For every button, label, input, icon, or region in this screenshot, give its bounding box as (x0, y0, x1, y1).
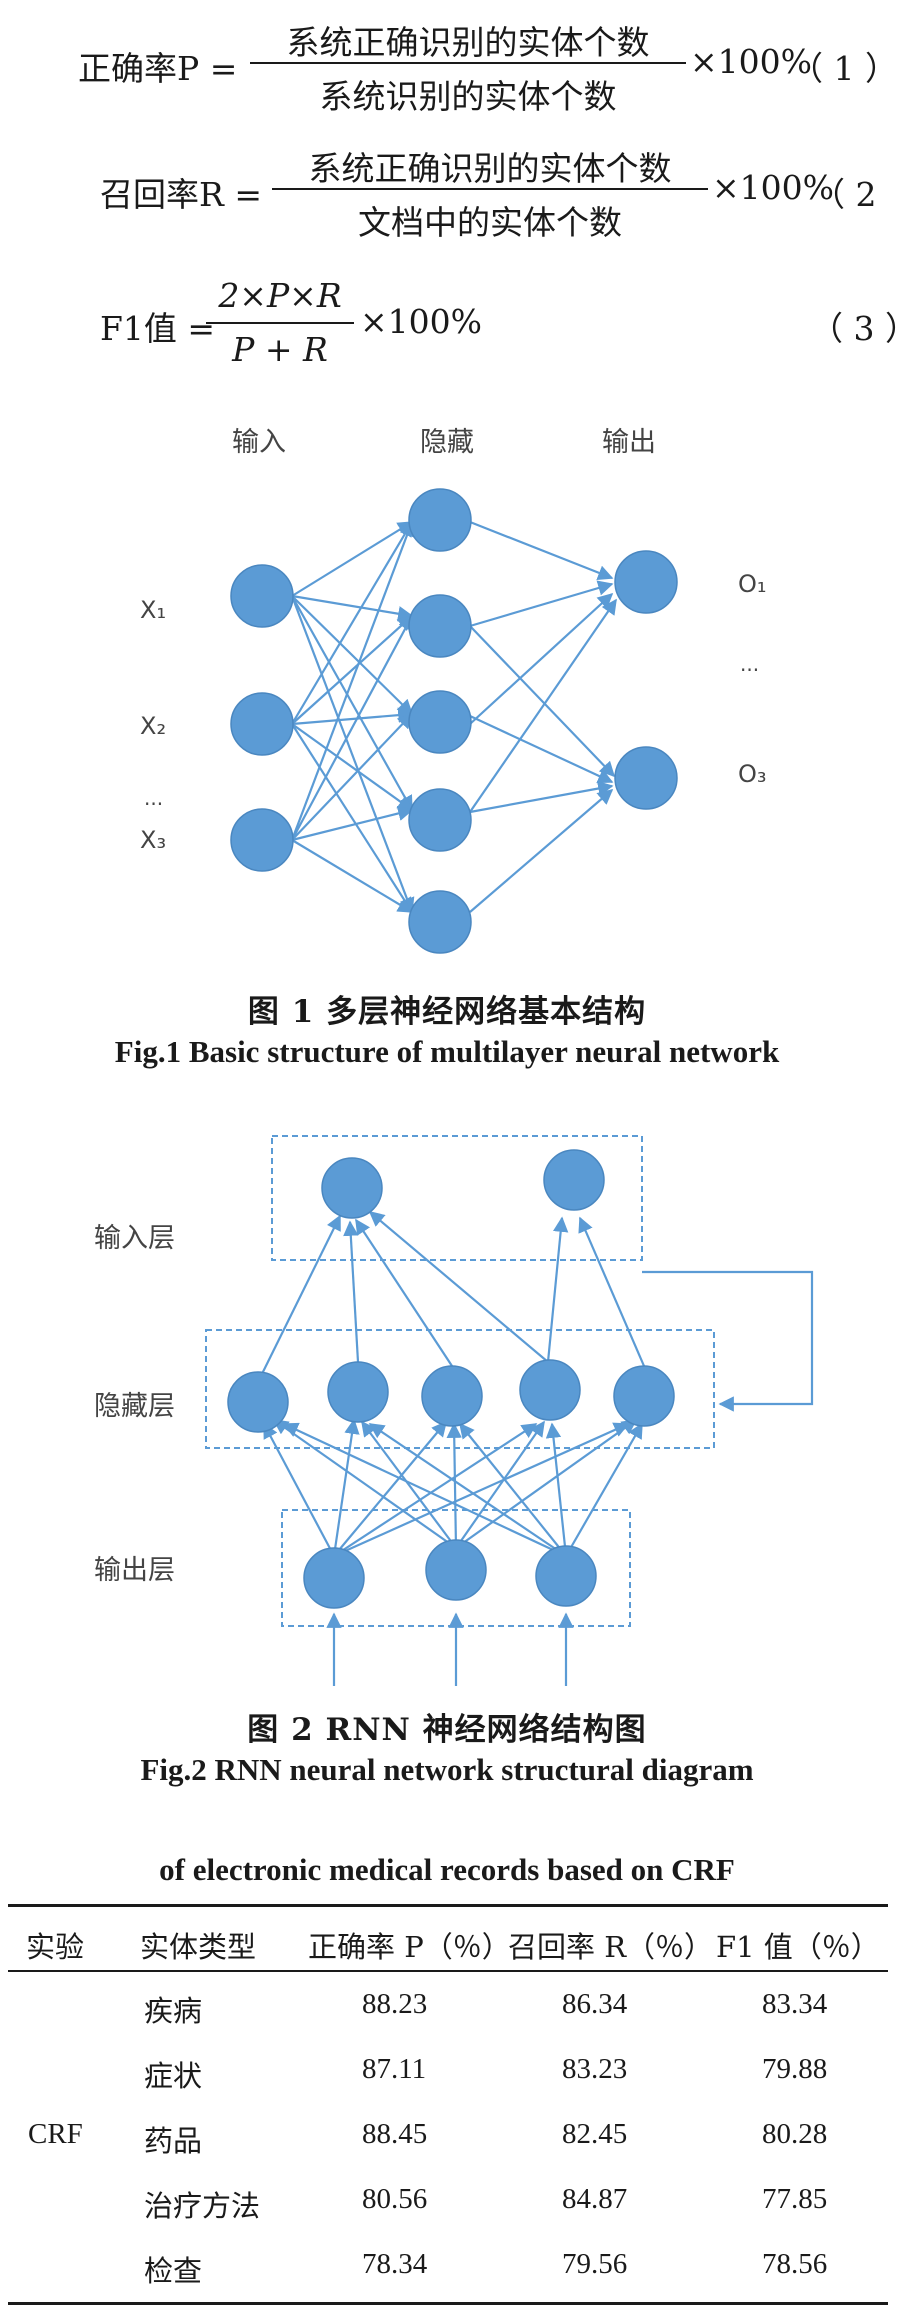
formula-3-number: （ 3 ） (810, 309, 918, 348)
table-cell-precision: 88.45 (362, 2118, 428, 2150)
fig1-nodes (230, 488, 678, 954)
fig1-caption-en: Fig.1 Basic structure of multilayer neur… (114, 1034, 780, 1069)
formula-2-denominator: 文档中的实体个数 (358, 203, 622, 242)
fig1-ellipsis-label: ... (144, 786, 164, 810)
fig1-network-diagram (230, 488, 678, 954)
formula-3-numerator: 2×P×R (218, 276, 342, 315)
table-cell-precision: 88.23 (362, 1988, 428, 2020)
table-cell-precision: 80.56 (362, 2183, 428, 2215)
fig1-x3-label: X₃ (140, 826, 167, 854)
table-cell-recall: 79.56 (562, 2248, 628, 2280)
table-cell-recall: 86.34 (562, 1988, 628, 2020)
formula-1-lhs: 正确率P = (78, 49, 238, 88)
fig1-output-label: 输出 (602, 427, 656, 458)
fig2-hidden-layer-box (205, 1329, 715, 1449)
fig1-caption-zh: 图 1 多层神经网络基本结构 (247, 994, 647, 1030)
table-cell-recall: 83.23 (562, 2053, 628, 2085)
table-cell-f1: 77.85 (762, 2183, 828, 2215)
formula-1-number: （ 1 ） (790, 49, 898, 88)
table-cell-f1: 78.56 (762, 2248, 828, 2280)
table-header-rule (8, 1970, 888, 1972)
fig2-input-layer-label: 输入层 (94, 1223, 175, 1254)
table-cell-precision: 78.34 (362, 2248, 428, 2280)
fig2-input-layer-box (271, 1135, 643, 1261)
table-header-entity-type: 实体类型 (140, 1930, 257, 1964)
fig2-caption-en: Fig.2 RNN neural network structural diag… (140, 1752, 754, 1787)
table-cell-f1: 80.28 (762, 2118, 828, 2150)
fig2-recurrent-loop (642, 1270, 814, 1412)
table-cell-recall: 84.87 (562, 2183, 628, 2215)
formula-3-fraction-bar (206, 322, 354, 324)
fig1-connections (290, 520, 617, 914)
table-header-precision: 正确率 P（％） (308, 1930, 511, 1964)
table-cell-recall: 82.45 (562, 2118, 628, 2150)
fig1-hidden-label: 隐藏 (420, 427, 474, 458)
fig1-input-label: 输入 (232, 427, 286, 458)
formula-1-suffix: ×100% (690, 42, 812, 81)
table-header-recall: 召回率 R（％） (508, 1930, 714, 1964)
table-cell-type: 检查 (144, 2254, 203, 2288)
fig2-rnn-diagram (205, 1135, 814, 1686)
table-cell-type: 疾病 (144, 1994, 203, 2028)
formula-1-numerator: 系统正确识别的实体个数 (286, 23, 650, 62)
fig2-output-layer-label: 输出层 (94, 1555, 175, 1586)
fig1-x2-label: X₂ (140, 712, 167, 740)
fig1-o3-label: O₃ (738, 760, 767, 788)
table-cell-type: 药品 (144, 2124, 203, 2158)
table-header-experiment: 实验 (26, 1930, 85, 1964)
formula-2-lhs: 召回率R = (100, 175, 262, 214)
formula-2-number: （ 2 (812, 175, 877, 214)
table-cell-f1: 79.88 (762, 2053, 828, 2085)
formula-3-lhs: F1值 = (100, 309, 216, 348)
table-header-f1: F1 值（％） (716, 1930, 880, 1964)
formula-2-fraction-bar (272, 188, 708, 190)
fig1-x1-label: X₁ (140, 596, 167, 624)
table-cell-experiment: CRF (28, 2118, 83, 2150)
fig2-connections (257, 1211, 646, 1686)
table-cell-precision: 87.11 (362, 2053, 427, 2085)
table-cell-type: 症状 (144, 2059, 203, 2093)
fig2-hidden-layer-label: 隐藏层 (94, 1391, 175, 1422)
fig1-o1-label: O₁ (738, 570, 767, 598)
table-cell-f1: 83.34 (762, 1988, 828, 2020)
formula-3-denominator: P + R (232, 330, 328, 369)
formula-2-suffix: ×100% (712, 168, 834, 207)
table-cell-type: 治疗方法 (144, 2189, 261, 2223)
formula-2-numerator: 系统正确识别的实体个数 (308, 149, 672, 188)
formula-3-suffix: ×100% (360, 302, 482, 341)
fig2-nodes (227, 1149, 675, 1609)
table-top-rule (8, 1904, 888, 1907)
fig2-caption-zh: 图 2 RNN 神经网络结构图 (247, 1712, 647, 1748)
formula-1-fraction-bar (250, 62, 686, 64)
table-caption: of electronic medical records based on C… (159, 1852, 735, 1887)
fig1-o-ellipsis-label: ... (740, 652, 760, 676)
formula-1-denominator: 系统识别的实体个数 (319, 77, 617, 116)
table-bottom-rule (8, 2302, 888, 2305)
